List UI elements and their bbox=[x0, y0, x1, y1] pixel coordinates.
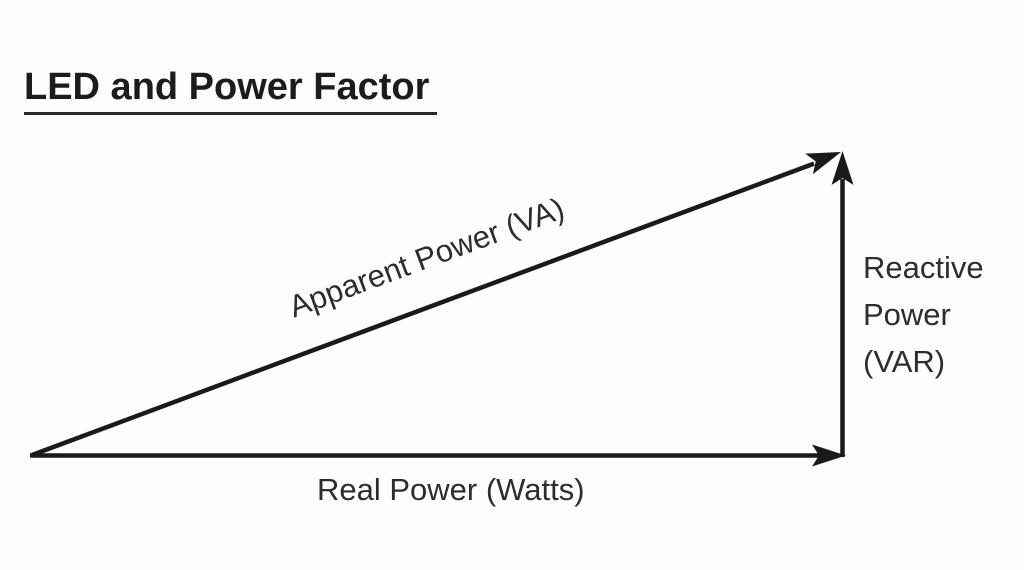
apparent-power-arrowhead-icon bbox=[805, 152, 841, 175]
apparent-power-line bbox=[31, 161, 815, 458]
apparent-power-vector bbox=[31, 152, 841, 458]
reactive-power-label-line3: (VAR) bbox=[863, 344, 946, 379]
reactive-power-vector bbox=[831, 151, 854, 457]
reactive-power-label-line1: Reactive bbox=[863, 250, 984, 285]
real-power-label: Real Power (Watts) bbox=[317, 472, 585, 507]
page-title: LED and Power Factor bbox=[24, 66, 438, 115]
reactive-power-label-line2: Power bbox=[863, 297, 951, 332]
real-power-arrowhead-icon bbox=[812, 444, 846, 467]
reactive-power-arrowhead-icon bbox=[831, 151, 854, 185]
real-power-vector bbox=[30, 444, 846, 467]
reactive-power-label: Reactive Power (VAR) bbox=[863, 244, 984, 385]
